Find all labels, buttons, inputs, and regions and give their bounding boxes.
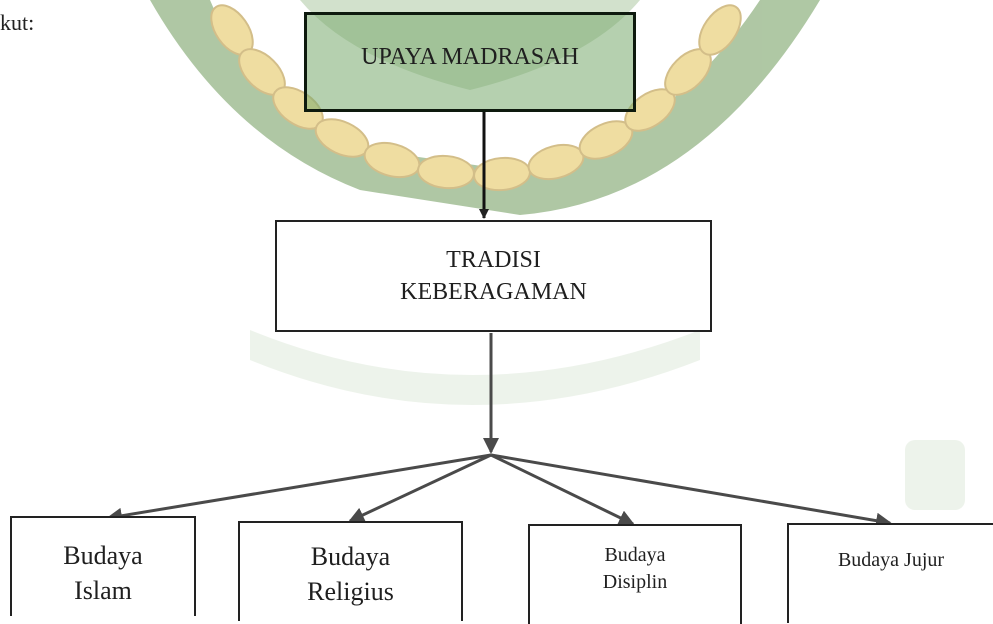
node-upaya-madrasah: UPAYA MADRASAH (304, 12, 636, 112)
node-budaya-disiplin: Budaya Disiplin (528, 524, 742, 624)
node-tradisi-keberagaman: TRADISI KEBERAGAMAN (275, 220, 712, 332)
intro-text-fragment: kut: (0, 10, 35, 35)
watermark-arc (150, 0, 820, 215)
node-budaya-jujur-label: Budaya Jujur (837, 549, 945, 571)
node-budaya-religius: Budaya Religius (238, 521, 463, 621)
watermark-rope (210, 4, 742, 192)
node-tradisi-keberagaman-label: TRADISI KEBERAGAMAN (400, 247, 587, 306)
seal-watermark (150, 0, 965, 510)
node-upaya-madrasah-label: UPAYA MADRASAH (361, 44, 579, 70)
node-budaya-disiplin-label: Budaya Disiplin (602, 544, 668, 593)
watermark-faint-lower (250, 330, 965, 510)
node-budaya-jujur: Budaya Jujur (787, 523, 993, 623)
node-budaya-religius-label: Budaya Religius (307, 542, 394, 607)
node-budaya-islam: Budaya Islam (10, 516, 196, 616)
node-budaya-islam-label: Budaya Islam (63, 541, 143, 606)
